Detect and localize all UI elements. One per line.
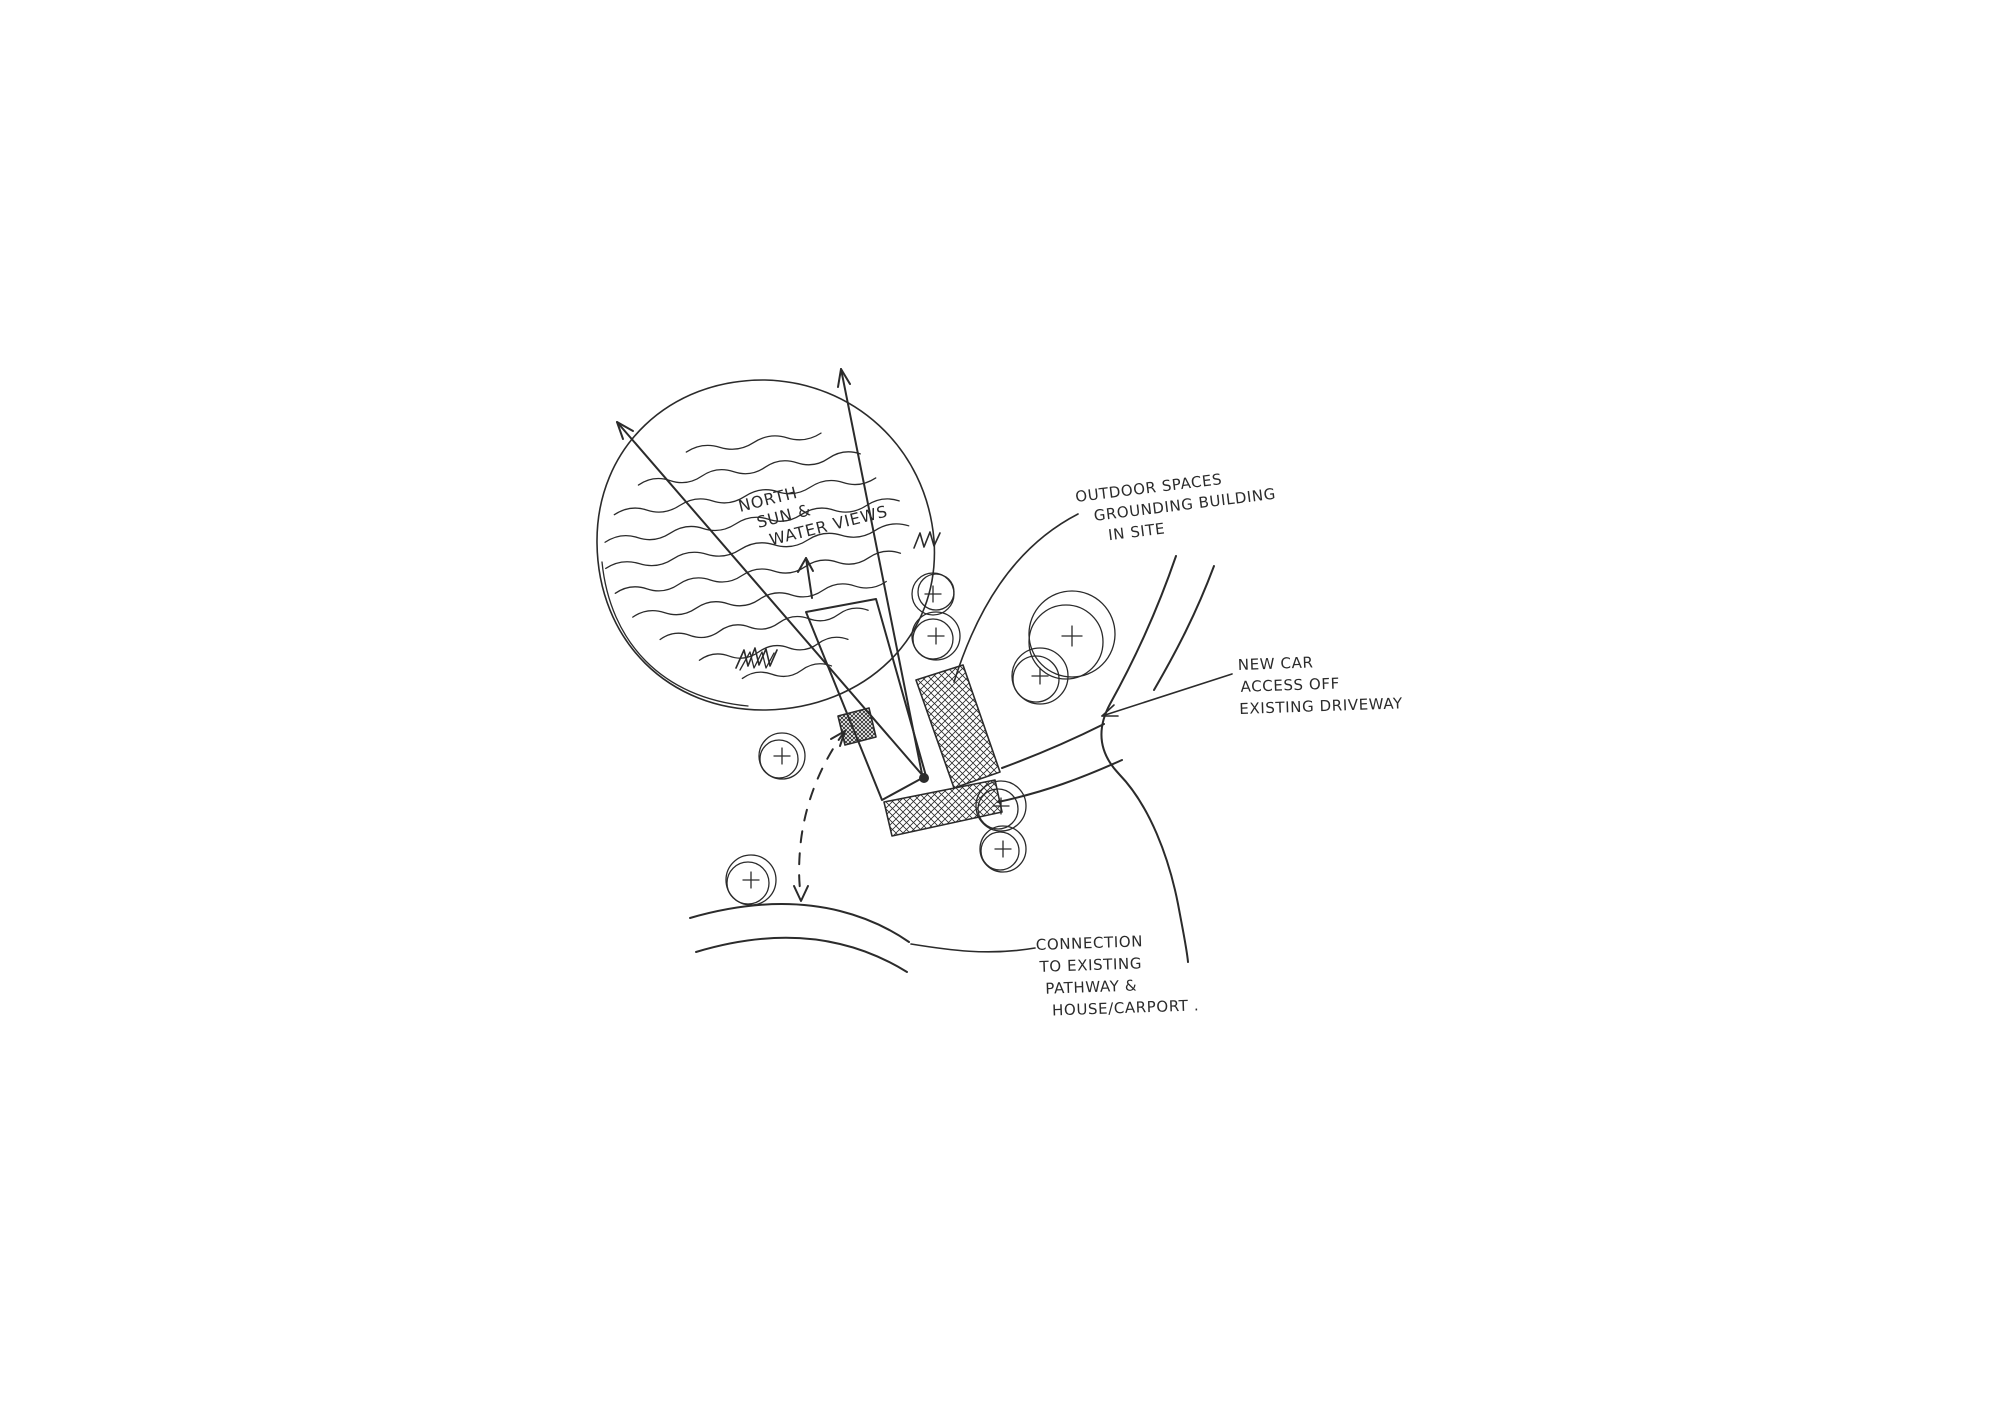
annotation-connection: CONNECTION TO EXISTING PATHWAY & HOUSE/C… xyxy=(1036,932,1200,1019)
tree-icon xyxy=(979,825,1027,873)
annotation-text: EXISTING DRIVEWAY xyxy=(1239,694,1403,718)
tree-icon xyxy=(1011,647,1069,705)
annotation-text: IN SITE xyxy=(1107,519,1166,544)
dashed-connection-path xyxy=(793,730,846,902)
view-arrows xyxy=(616,368,929,783)
grass-tufts xyxy=(735,531,941,671)
grass-tuft-icon xyxy=(739,651,775,671)
annotation-text: CONNECTION xyxy=(1036,932,1144,954)
leader-outdoor-spaces xyxy=(953,513,1079,683)
annotation-text: PATHWAY & xyxy=(1045,976,1137,997)
building-bar-hatched xyxy=(883,779,1003,837)
dashed-path xyxy=(798,730,846,898)
dashed-path-head-up xyxy=(830,730,846,747)
view-arrow-up xyxy=(840,368,923,775)
view-arrow-left-head xyxy=(616,421,634,440)
tree-icon xyxy=(911,611,961,661)
tree-icon xyxy=(911,572,955,616)
driveway-edge xyxy=(1153,565,1215,691)
annotation-text: HOUSE/CARPORT . xyxy=(1052,996,1200,1019)
driveway-edge xyxy=(1100,555,1189,963)
car-access-edge xyxy=(997,759,1123,803)
leader-connection xyxy=(910,943,1036,953)
annotation-text: NEW CAR xyxy=(1238,653,1314,674)
north-arrow xyxy=(797,557,814,599)
grass-tuft-icon xyxy=(913,531,941,549)
dashed-path-head-down xyxy=(793,885,809,902)
annotation-car-access: NEW CAR ACCESS OFF EXISTING DRIVEWAY xyxy=(1238,653,1404,718)
existing-pathway xyxy=(689,902,910,973)
annotation-text: TO EXISTING xyxy=(1038,954,1142,976)
water-waves xyxy=(604,432,910,680)
view-arrow-left xyxy=(616,421,925,778)
view-arrow-up-head xyxy=(837,368,851,388)
tree-icon xyxy=(1028,590,1116,680)
north-arrow-shaft xyxy=(805,557,813,599)
annotation-text: ACCESS OFF xyxy=(1240,674,1340,695)
tree-icon xyxy=(725,854,777,906)
trees xyxy=(725,572,1116,906)
tree-icon xyxy=(758,732,806,780)
building-footprint xyxy=(805,598,1003,837)
leader-lines xyxy=(910,513,1233,953)
annotation-outdoor-spaces: OUTDOOR SPACES GROUNDING BUILDING IN SIT… xyxy=(1074,470,1277,544)
tree-icon xyxy=(975,780,1027,832)
car-access-edge xyxy=(1001,723,1105,769)
north-arrow-head xyxy=(797,557,814,573)
water-body xyxy=(596,379,936,711)
water-outline xyxy=(596,379,936,711)
entry-pad-hatched xyxy=(837,707,877,746)
pathway-edge xyxy=(689,902,910,943)
building-wing-hatched xyxy=(915,664,1001,789)
water-outline-sketch-overlap xyxy=(601,561,749,707)
leader-car-access-head xyxy=(1101,704,1119,717)
driveway xyxy=(997,555,1215,963)
grass-tuft-icon xyxy=(735,647,778,669)
leader-car-access xyxy=(1101,673,1233,717)
pathway-edge xyxy=(695,936,908,973)
